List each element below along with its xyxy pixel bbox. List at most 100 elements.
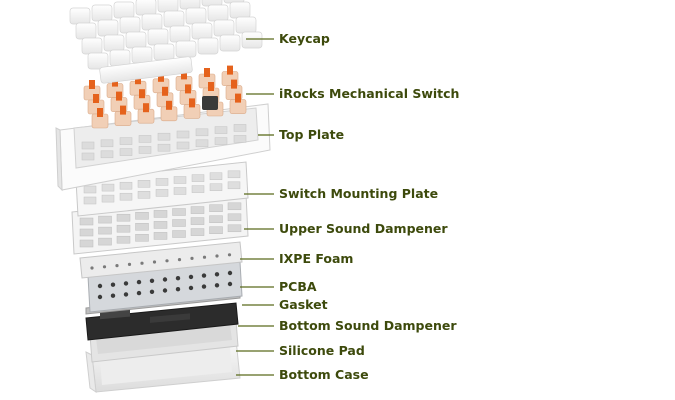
cutout: [135, 212, 149, 220]
switch-stem: [143, 103, 149, 113]
keycap: [219, 34, 241, 52]
switch-stem: [189, 98, 195, 108]
switch: [137, 103, 155, 124]
hole-dot: [136, 279, 142, 285]
cutout: [98, 215, 112, 224]
keycap: [113, 1, 135, 19]
label-mechanical-switch: iRocks Mechanical Switch: [279, 86, 460, 101]
cutout: [214, 126, 228, 134]
cutout: [83, 196, 97, 205]
cutout: [137, 191, 151, 199]
cutout: [209, 226, 223, 234]
keycap: [97, 19, 119, 37]
cutout: [172, 219, 186, 227]
hole-dot: [162, 277, 168, 282]
hole-dot: [214, 283, 220, 288]
label-keycap: Keycap: [279, 31, 330, 46]
cutout: [98, 237, 112, 246]
label-upper-sound-dampener: Upper Sound Dampener: [279, 221, 448, 236]
switch-housing-dark: [202, 96, 218, 110]
switch-stem: [158, 72, 164, 82]
cutout: [176, 130, 190, 139]
hole-dot: [227, 270, 233, 276]
label-bottom-case: Bottom Case: [279, 367, 369, 382]
cutout: [195, 139, 209, 148]
keycap: [153, 43, 175, 61]
hole-dot: [175, 276, 181, 281]
cutout: [138, 146, 152, 154]
hole-dot: [110, 282, 116, 287]
hole-dot: [115, 264, 119, 268]
hole-dot: [97, 294, 103, 300]
switch: [183, 98, 201, 119]
spacebar-keycap: [99, 56, 193, 84]
keycap: [87, 52, 109, 70]
keycap: [175, 40, 197, 58]
label-pcba: PCBA: [279, 279, 317, 294]
pcba-layer: [87, 261, 243, 313]
hole-dot: [127, 262, 132, 266]
keycap: [235, 16, 257, 34]
switch-stem: [185, 84, 191, 94]
keycap: [91, 4, 113, 22]
hole-dot: [227, 253, 232, 257]
callout-lines: [236, 38, 274, 376]
cutout: [100, 139, 114, 148]
cutout: [190, 217, 205, 225]
cutout: [209, 172, 223, 180]
keycap: [207, 4, 229, 22]
cutout: [135, 234, 149, 242]
keycap: [163, 10, 185, 28]
switch: [114, 105, 132, 126]
cutout: [233, 124, 247, 132]
keycap: [185, 7, 207, 25]
hole-dot: [188, 274, 194, 280]
keycap: [135, 0, 157, 16]
keycap: [75, 22, 97, 40]
ixpe-foam-layer: [79, 241, 243, 279]
cutout: [153, 221, 168, 229]
hole-dot: [201, 284, 207, 289]
switch-stem: [235, 93, 241, 103]
keycap: [169, 25, 191, 43]
cutout: [190, 228, 205, 236]
cutout: [79, 217, 94, 226]
cutout: [172, 230, 186, 238]
hole-dot: [177, 258, 182, 262]
switch-stem: [89, 80, 95, 89]
hole-dot: [175, 287, 181, 292]
switch-stem: [208, 82, 214, 91]
hole-dot: [123, 281, 129, 286]
mechanical-switch-layer: [83, 65, 247, 129]
keycap-layer: [69, 0, 263, 84]
keycap: [69, 7, 91, 25]
cutout: [137, 180, 151, 188]
cutout: [209, 215, 223, 223]
switch: [229, 93, 247, 114]
cutout: [191, 174, 205, 182]
cutout: [157, 143, 171, 152]
label-silicone-pad: Silicone Pad: [279, 343, 365, 358]
cutout: [209, 183, 223, 191]
keycap: [125, 31, 147, 49]
keycap: [109, 49, 131, 67]
cutout: [116, 235, 131, 244]
switch-stem: [227, 65, 233, 75]
switch: [91, 108, 109, 129]
cutout: [101, 183, 115, 192]
cutout: [119, 181, 133, 190]
cutout: [81, 141, 95, 150]
switch-stem: [120, 105, 126, 115]
keycap: [141, 13, 163, 31]
switch-stem: [116, 91, 122, 101]
cutout: [83, 185, 97, 194]
label-ixpe-foam: IXPE Foam: [279, 251, 354, 266]
hole-dot: [214, 272, 220, 277]
hole-dot: [188, 285, 194, 291]
keycap: [197, 37, 219, 55]
label-bottom-sound-dampener: Bottom Sound Dampener: [279, 318, 457, 333]
hole-dot: [110, 293, 116, 298]
cutout: [227, 202, 242, 211]
hole-dot: [90, 266, 94, 270]
